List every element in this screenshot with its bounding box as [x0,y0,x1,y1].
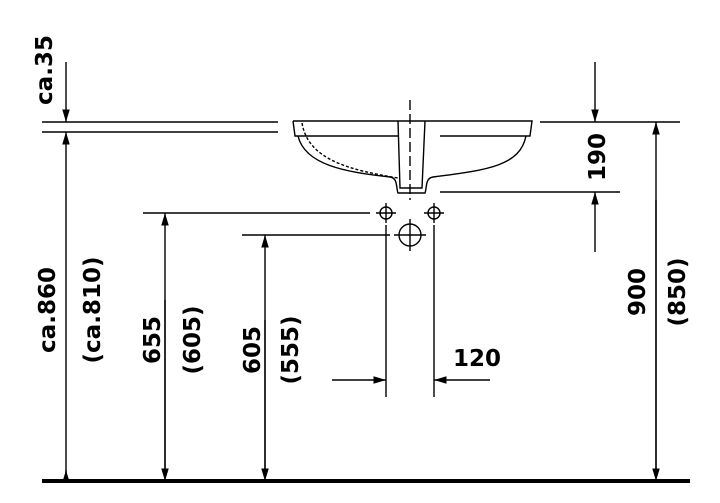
label-countertop-height: 900 [625,268,651,316]
label-rim: ca.35 [32,35,58,105]
label-total-height: ca.860 [35,267,61,353]
label-upper-connection-alt: (605) [180,305,206,374]
connection-holes [376,203,444,397]
dimension-655 [143,212,370,481]
label-drain-height-alt: (555) [278,315,304,384]
label-basin-depth: 190 [585,133,611,181]
dimension-605 [242,234,390,481]
label-connection-spacing: 120 [453,346,501,372]
label-drain-height: 605 [240,326,266,374]
label-total-height-alt: (ca.810) [80,257,106,364]
basin-profile [292,100,533,200]
label-upper-connection: 655 [140,316,166,364]
countertop-lines [42,121,680,133]
label-countertop-height-alt: (850) [665,257,691,326]
dimension-190 [440,62,620,252]
